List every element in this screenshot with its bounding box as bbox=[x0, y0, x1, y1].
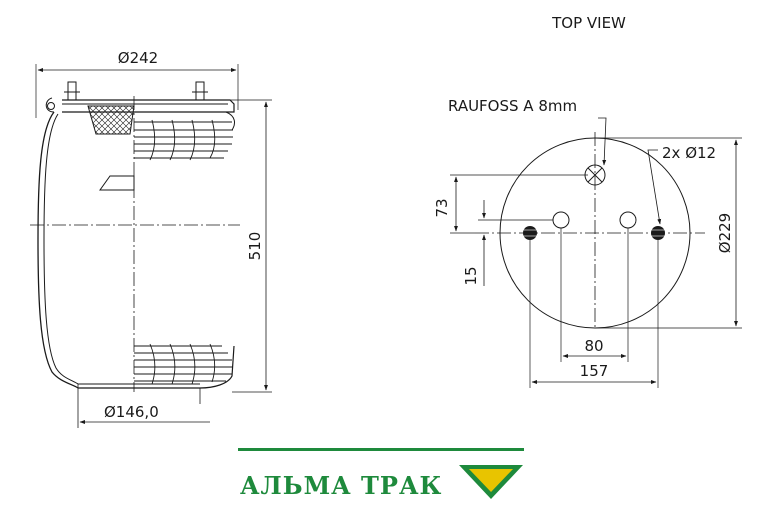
inner-hole-right bbox=[619, 211, 637, 229]
upper-ribs bbox=[134, 119, 233, 161]
brand-logo-icon bbox=[459, 465, 523, 499]
brand-name: АЛЬМА ТРАК bbox=[240, 471, 442, 500]
bolt-hole-right bbox=[651, 226, 665, 240]
height-label: 510 bbox=[246, 232, 264, 261]
bumper-section bbox=[87, 105, 135, 135]
top-diameter-label: Ø242 bbox=[118, 49, 158, 67]
fitting-label: RAUFOSS A 8mm bbox=[448, 97, 577, 115]
left-stud bbox=[67, 81, 77, 101]
bolt-hole-left bbox=[523, 226, 537, 240]
outer-spacing-label: 157 bbox=[580, 362, 609, 380]
inner-hole-left bbox=[552, 211, 570, 229]
lower-ribs bbox=[134, 343, 233, 385]
inner-spacing-label: 80 bbox=[584, 337, 603, 355]
brand-divider bbox=[238, 448, 524, 451]
diameter-label: Ø229 bbox=[716, 213, 734, 253]
side-view: Ø242 510 Ø146,0 bbox=[30, 49, 272, 428]
offset-label: 73 bbox=[433, 198, 451, 217]
bottom-diameter-label: Ø146,0 bbox=[104, 403, 159, 421]
right-stud bbox=[195, 81, 205, 101]
top-view: TOP VIEW RAUFOSS A 8mm 2x Ø12 73 bbox=[433, 14, 742, 388]
spacing-label: 15 bbox=[462, 266, 480, 285]
bellow-outline bbox=[37, 111, 79, 389]
bolt-label: 2x Ø12 bbox=[662, 144, 716, 162]
brand-block: АЛЬМА ТРАК bbox=[238, 448, 524, 500]
top-view-title: TOP VIEW bbox=[551, 14, 626, 32]
